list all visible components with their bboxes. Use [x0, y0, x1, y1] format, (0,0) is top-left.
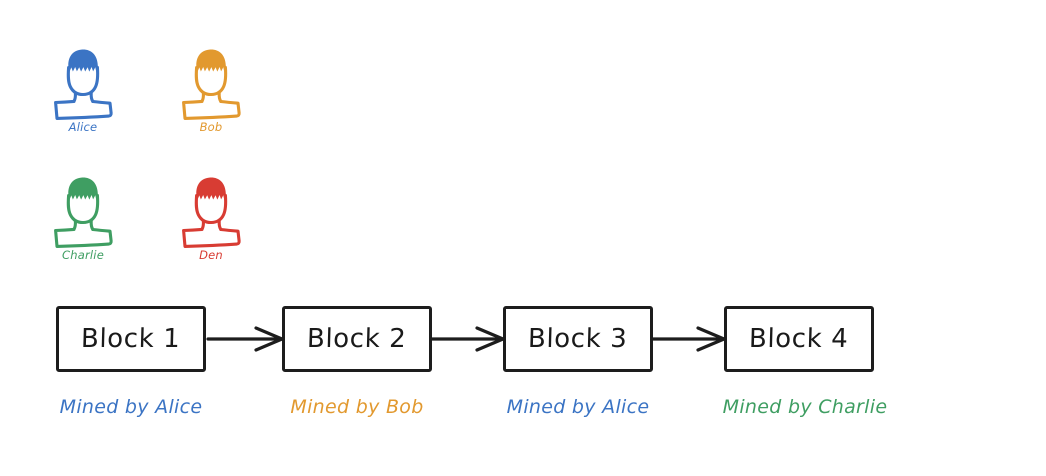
block-label: Block 4 — [748, 324, 850, 354]
block-label: Block 1 — [80, 324, 182, 354]
miner-caption-block-4: Mined by Charlie — [722, 396, 888, 418]
block-2[interactable]: Block 2 — [282, 306, 432, 372]
participant-bob[interactable]: Bob — [176, 44, 246, 136]
block-1[interactable]: Block 1 — [56, 306, 206, 372]
block-label: Block 3 — [527, 324, 629, 354]
block-3[interactable]: Block 3 — [503, 306, 653, 372]
miner-caption-block-1: Mined by Alice — [59, 396, 203, 418]
person-avatar-icon — [176, 172, 246, 250]
person-avatar-glyph — [182, 177, 241, 248]
person-avatar-glyph — [54, 49, 113, 120]
person-avatar-glyph — [182, 49, 241, 120]
miner-caption-block-2: Mined by Bob — [290, 396, 424, 418]
arrow-right-icon-1 — [206, 324, 284, 354]
participant-name-label: Alice — [68, 120, 98, 134]
participant-name-label: Bob — [199, 120, 223, 134]
participant-alice[interactable]: Alice — [48, 44, 118, 136]
arrow-right-glyph — [651, 326, 726, 352]
arrow-right-glyph — [206, 326, 284, 352]
person-avatar-icon — [176, 44, 246, 122]
person-avatar-icon — [48, 44, 118, 122]
person-avatar-glyph — [54, 177, 113, 248]
arrow-right-icon-3 — [651, 324, 726, 354]
miner-caption-block-3: Mined by Alice — [506, 396, 650, 418]
block-4[interactable]: Block 4 — [724, 306, 874, 372]
person-avatar-icon — [48, 172, 118, 250]
arrow-right-icon-2 — [430, 324, 505, 354]
block-label: Block 2 — [306, 324, 408, 354]
participant-name-label: Den — [199, 248, 223, 262]
participant-name-label: Charlie — [62, 248, 104, 262]
arrow-right-glyph — [430, 326, 505, 352]
participant-den[interactable]: Den — [176, 172, 246, 264]
participant-charlie[interactable]: Charlie — [48, 172, 118, 264]
